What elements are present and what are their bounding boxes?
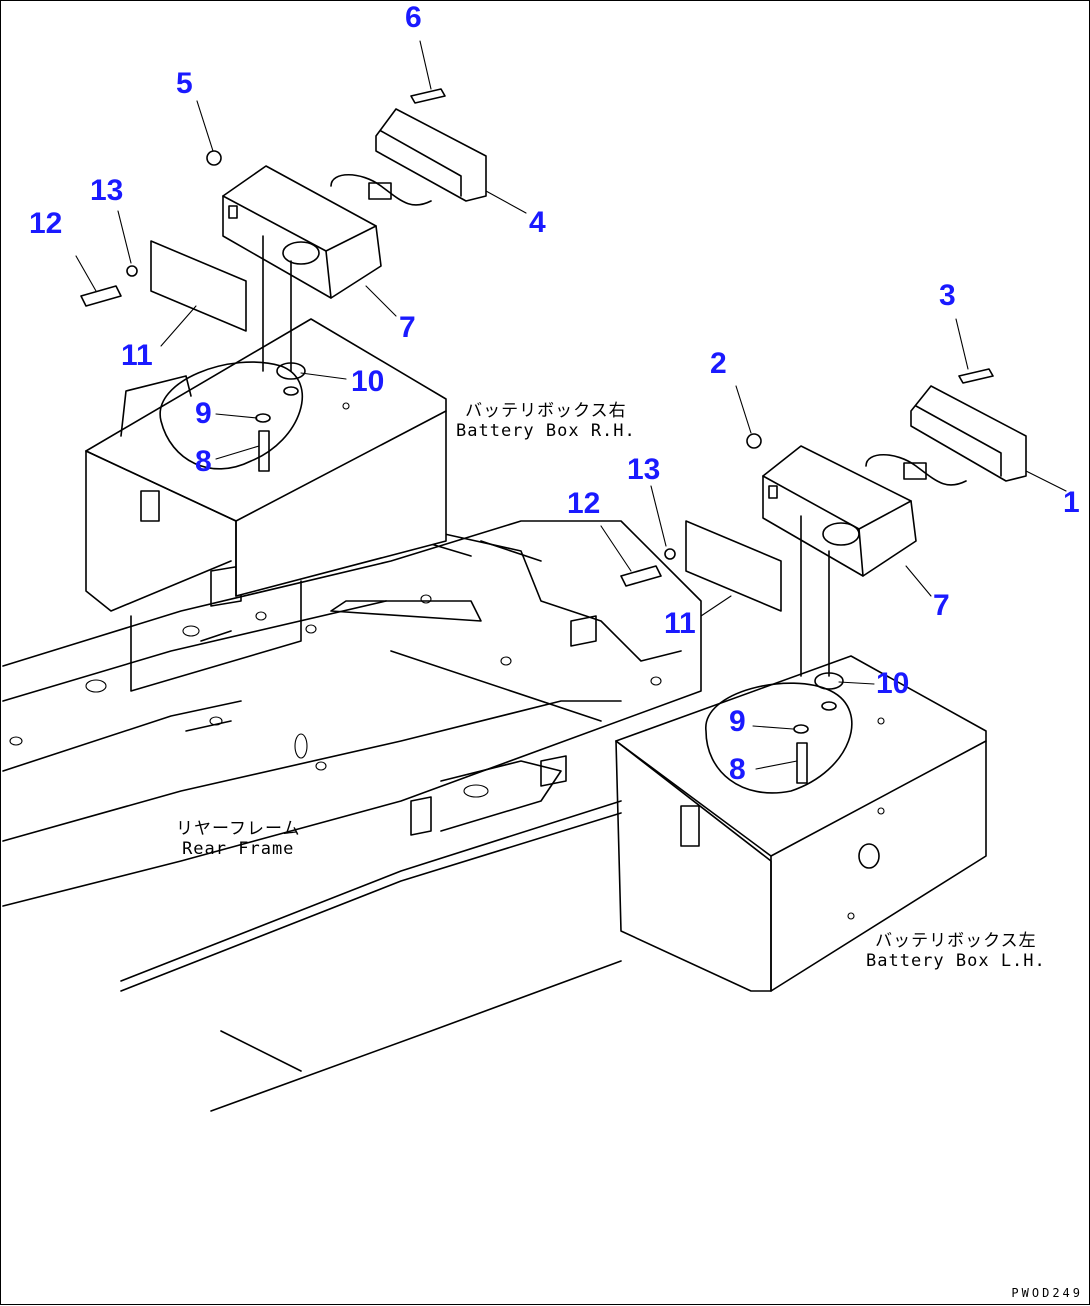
rear-frame-label-jp: リヤーフレーム [176, 819, 301, 839]
callout-12-left: 12 [29, 207, 63, 240]
callout-1: 1 [1063, 486, 1080, 519]
callout-2: 2 [710, 347, 727, 380]
callout-8-left: 8 [195, 445, 212, 478]
battery-box-lh-label-jp: バッテリボックス左 [875, 931, 1037, 951]
callout-6: 6 [405, 1, 422, 34]
callout-4: 4 [529, 206, 546, 239]
drawing-code: PWOD249 [1011, 1286, 1083, 1300]
battery-box-rh-label-en: Battery Box R.H. [456, 421, 636, 441]
lamp-assembly-rear-rh [80, 88, 487, 472]
callout-10-right: 10 [876, 667, 910, 700]
callout-9-left: 9 [195, 397, 212, 430]
callout-13-left: 13 [90, 174, 124, 207]
callout-5: 5 [176, 67, 193, 100]
battery-box-rh-label: バッテリボックス右 Battery Box R.H. [456, 401, 636, 441]
rear-frame-label-en: Rear Frame [182, 839, 295, 859]
battery-box-rh-label-jp: バッテリボックス右 [465, 401, 627, 421]
battery-box-lh [615, 655, 987, 992]
callout-9-right: 9 [729, 705, 746, 738]
battery-box-lh-label-en: Battery Box L.H. [866, 951, 1046, 971]
rear-frame-label: リヤーフレーム Rear Frame [176, 819, 300, 859]
callout-3: 3 [939, 279, 956, 312]
callout-13-right: 13 [627, 453, 661, 486]
battery-box-rh [85, 318, 447, 612]
callout-11-left: 11 [121, 339, 153, 372]
callout-7-left: 7 [399, 311, 416, 344]
callout-10-left: 10 [351, 365, 385, 398]
callout-12-right: 12 [567, 487, 601, 520]
leader-lines [75, 40, 1067, 770]
callout-8-right: 8 [729, 753, 746, 786]
battery-box-lh-label: バッテリボックス左 Battery Box L.H. [866, 931, 1046, 971]
callout-11-right: 11 [664, 607, 696, 640]
callout-7-right: 7 [933, 589, 950, 622]
lamp-assembly-rear-lh [620, 368, 1027, 784]
